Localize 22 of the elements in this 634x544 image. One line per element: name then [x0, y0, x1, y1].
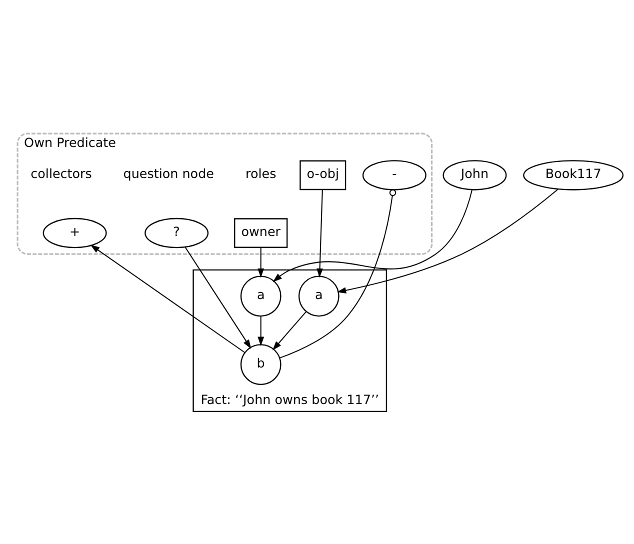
node-circle: a	[298, 275, 340, 316]
arrow	[184, 246, 252, 348]
node-circle: a	[240, 275, 282, 316]
node-ellipse: -	[362, 160, 426, 190]
arrow	[258, 316, 264, 346]
connector	[280, 188, 396, 358]
node-ellipse: John	[442, 160, 507, 190]
node-box: o-obj	[300, 160, 346, 190]
label: question node	[123, 166, 214, 181]
label: collectors	[30, 166, 92, 181]
node-box: owner	[234, 218, 288, 248]
node-ellipse: Book117	[523, 160, 624, 190]
arrow	[316, 189, 324, 278]
arrow	[336, 188, 558, 294]
label: roles	[245, 166, 276, 181]
arrow	[258, 247, 264, 278]
arrow	[90, 244, 246, 352]
arrow	[272, 310, 306, 350]
arrow	[272, 189, 473, 282]
node-ellipse: +	[42, 217, 107, 248]
node-circle: b	[240, 344, 282, 385]
node-ellipse: ?	[144, 217, 209, 248]
